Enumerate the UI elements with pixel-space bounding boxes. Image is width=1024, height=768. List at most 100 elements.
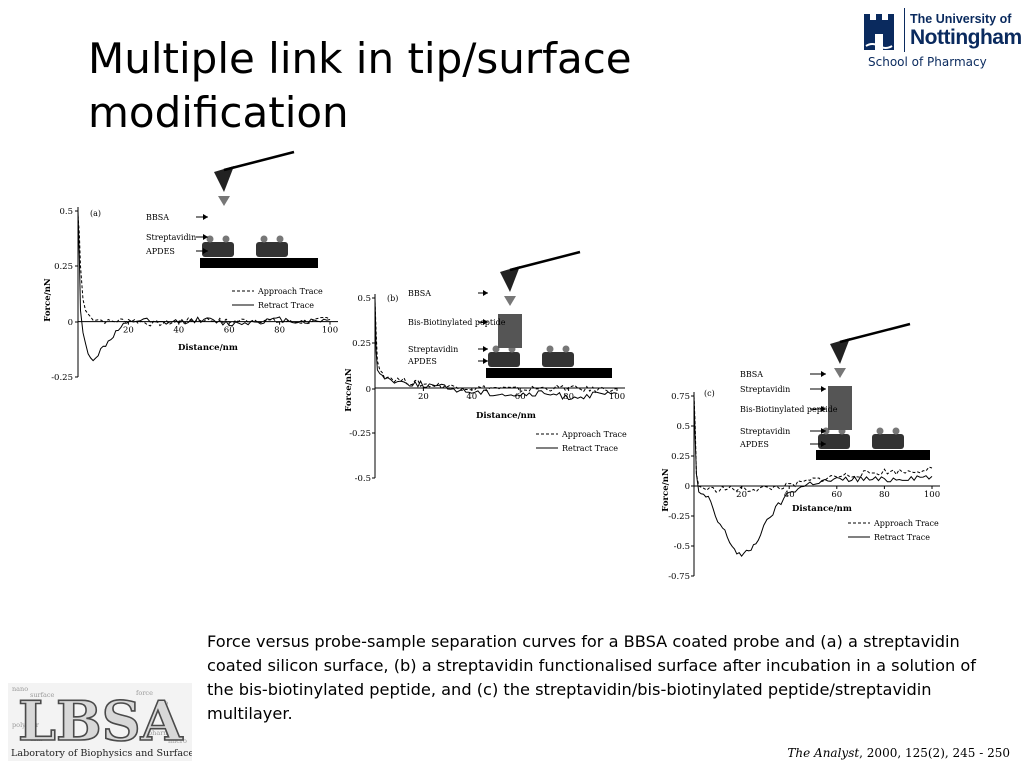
arrow-head-icon [203, 248, 208, 254]
lbsa-bg-word: bio [158, 699, 168, 707]
y-axis-label: Force/nN [661, 468, 671, 512]
linker-stack [828, 386, 852, 430]
y-tick-label: -0.25 [668, 512, 690, 522]
legend-retract-label: Retract Trace [258, 301, 314, 310]
bbsa-molecule [218, 196, 230, 206]
streptavidin-blob [872, 434, 904, 449]
castle-crest-icon [864, 14, 894, 50]
y-tick-label: -0.25 [349, 429, 371, 439]
panel-label: (a) [90, 209, 101, 218]
schematic-label: APDES [145, 247, 175, 256]
lbsa-acronym: LBSA [18, 689, 184, 753]
y-axis-label: Force/nN [344, 368, 354, 412]
y-tick-label: 0.25 [352, 339, 371, 349]
afm-tip [500, 266, 520, 292]
retract-trace-line [693, 395, 933, 558]
schematic-label: APDES [407, 357, 437, 366]
x-tick-label: 20 [123, 326, 134, 336]
x-tick-label: 80 [274, 326, 285, 336]
y-tick-label: 0.5 [676, 422, 690, 432]
schematic-label: Streptavidin [740, 385, 790, 394]
legend-approach-label: Approach Trace [873, 519, 939, 528]
linker-stack [498, 314, 522, 348]
department-name: School of Pharmacy [868, 55, 987, 69]
x-tick-label: 100 [609, 392, 625, 402]
lbsa-bg-word: afm [30, 735, 42, 743]
lbsa-bg-word: polymer [12, 721, 40, 729]
x-tick-label: 40 [784, 490, 795, 500]
x-tick-label: 40 [173, 326, 184, 336]
y-axis-label: Force/nN [43, 278, 53, 322]
biotin-site [892, 427, 900, 435]
streptavidin-blob [256, 242, 288, 257]
cantilever [223, 150, 295, 172]
streptavidin-blob [488, 352, 520, 367]
x-tick-label: 40 [466, 392, 477, 402]
y-tick-label: 0.75 [671, 392, 690, 402]
schematic-label: Streptavidin [740, 427, 790, 436]
citation-journal: The Analyst [787, 746, 860, 760]
biotin-site [492, 345, 500, 353]
biotin-site [562, 345, 570, 353]
y-tick-label: 0 [366, 385, 371, 395]
y-tick-label: -0.5 [674, 542, 690, 552]
x-axis-label: Distance/nm [178, 343, 238, 353]
arrow-head-icon [821, 406, 826, 412]
x-tick-label: 100 [924, 490, 940, 500]
schematic-label: Streptavidin [146, 233, 196, 242]
substrate-bar [200, 258, 318, 268]
panel-label: (c) [704, 389, 715, 398]
arrow-head-icon [821, 441, 826, 447]
university-logo: The University of Nottingham School of P… [858, 6, 1022, 76]
figure-caption: Force versus probe-sample separation cur… [207, 632, 977, 723]
slide-title: Multiple link in tip/surface modificatio… [88, 34, 632, 137]
lbsa-background-words: nano surface force bio pharm afm micro p… [12, 685, 187, 745]
biotin-site [222, 235, 230, 243]
approach-trace-line [374, 301, 618, 394]
x-axis-label: Distance/nm [476, 411, 536, 421]
schematic-label: Bis-Biotinylated peptide [408, 318, 506, 327]
biotin-site [276, 235, 284, 243]
cantilever [509, 250, 581, 272]
y-tick-label: 0.25 [671, 452, 690, 462]
bbsa-molecule [834, 368, 846, 378]
citation: The Analyst, 2000, 125(2), 245 - 250 [787, 746, 1010, 760]
arrow-head-icon [483, 290, 488, 296]
schematic-label: BBSA [146, 213, 169, 222]
biotin-site [206, 235, 214, 243]
approach-trace-line [693, 395, 933, 493]
university-name-line1: The University of [910, 12, 1012, 26]
y-tick-label: 0.5 [357, 294, 371, 304]
substrate-bar [486, 368, 612, 378]
arrow-head-icon [203, 214, 208, 220]
schematic-label: APDES [739, 440, 769, 449]
substrate-bar [816, 450, 930, 460]
arrow-head-icon [483, 358, 488, 364]
lbsa-bg-word: nano [12, 685, 28, 693]
legend-approach-label: Approach Trace [561, 430, 627, 439]
streptavidin-blob [542, 352, 574, 367]
arrow-head-icon [483, 346, 488, 352]
y-tick-label: -0.25 [51, 373, 73, 383]
cantilever [839, 322, 911, 344]
lbsa-full-name: Laboratory of Biophysics and Surface Ana… [11, 748, 192, 759]
legend-retract-label: Retract Trace [874, 533, 930, 542]
biotin-site [876, 427, 884, 435]
schematic-label: Streptavidin [408, 345, 458, 354]
citation-details: , 2000, 125(2), 245 - 250 [859, 746, 1010, 760]
x-tick-label: 20 [418, 392, 429, 402]
x-tick-label: 80 [563, 392, 574, 402]
x-tick-label: 60 [831, 490, 842, 500]
lbsa-bg-word: micro [168, 737, 187, 745]
afm-tip [830, 338, 850, 364]
legend-retract-label: Retract Trace [562, 444, 618, 453]
lbsa-bg-word: pharm [148, 729, 170, 737]
logo-divider [904, 8, 905, 52]
y-tick-label: 0.25 [54, 262, 73, 272]
